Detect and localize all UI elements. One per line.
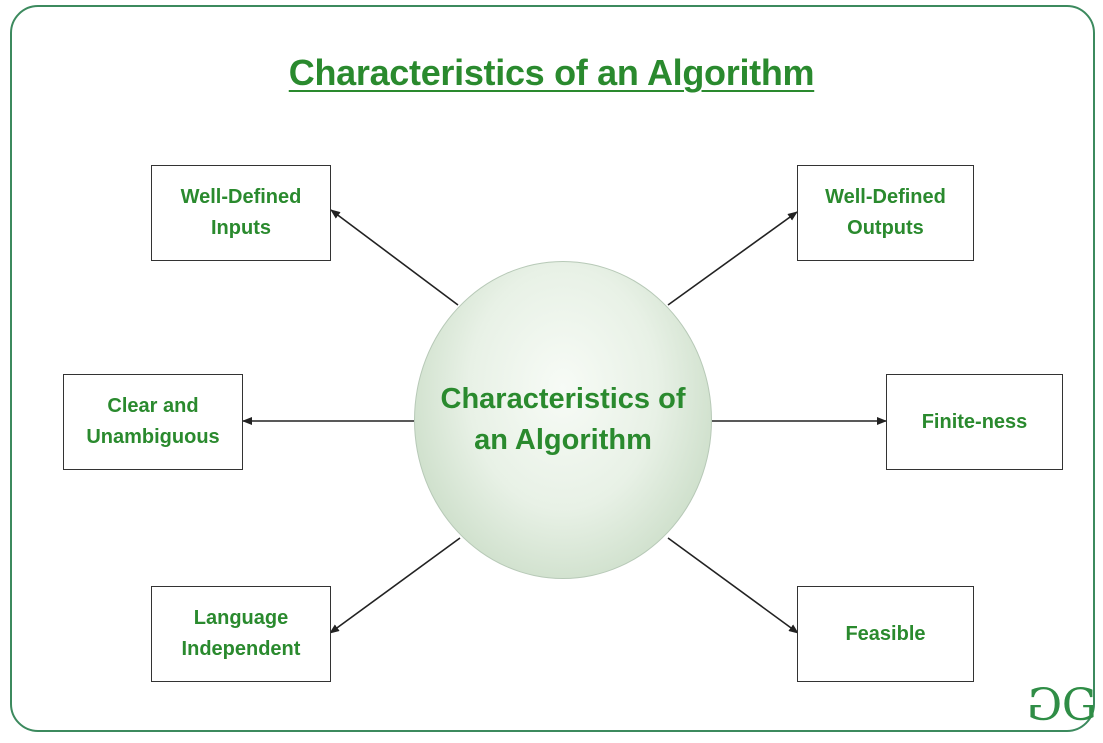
arrow-to-feasible xyxy=(667,537,799,634)
arrow-to-outputs xyxy=(667,211,798,306)
node-finiteness-label: Finite-ness xyxy=(921,410,1028,433)
arrow-to-inputs xyxy=(330,209,459,306)
arrow-to-language xyxy=(329,537,461,634)
node-feasible-label: Feasible xyxy=(845,622,926,645)
center-node: Characteristics of an Algorithm xyxy=(414,261,712,579)
node-well-defined-outputs: Well-Defined Outputs xyxy=(797,165,974,261)
node-outputs-line2: Outputs xyxy=(847,217,924,239)
node-clear-line1: Clear and xyxy=(107,395,199,417)
node-clear-line2: Unambiguous xyxy=(86,426,220,448)
node-inputs-line1: Well-Defined xyxy=(180,186,302,208)
center-node-line2: an Algorithm xyxy=(474,424,652,456)
node-language-independent: Language Independent xyxy=(151,586,331,682)
node-inputs-line2: Inputs xyxy=(210,217,271,239)
node-language-line1: Language xyxy=(193,607,289,629)
node-outputs-line1: Well-Defined xyxy=(825,186,946,208)
node-well-defined-inputs: Well-Defined Inputs xyxy=(151,165,331,261)
node-clear-unambiguous: Clear and Unambiguous xyxy=(63,374,243,470)
geeksforgeeks-logo-icon: GG xyxy=(1030,680,1097,731)
node-finiteness: Finite-ness xyxy=(886,374,1063,470)
diagram-title: Characteristics of an Algorithm xyxy=(288,52,815,93)
node-feasible: Feasible xyxy=(797,586,974,682)
center-node-line1: Characteristics of xyxy=(440,383,686,415)
node-language-line2: Independent xyxy=(181,638,301,660)
